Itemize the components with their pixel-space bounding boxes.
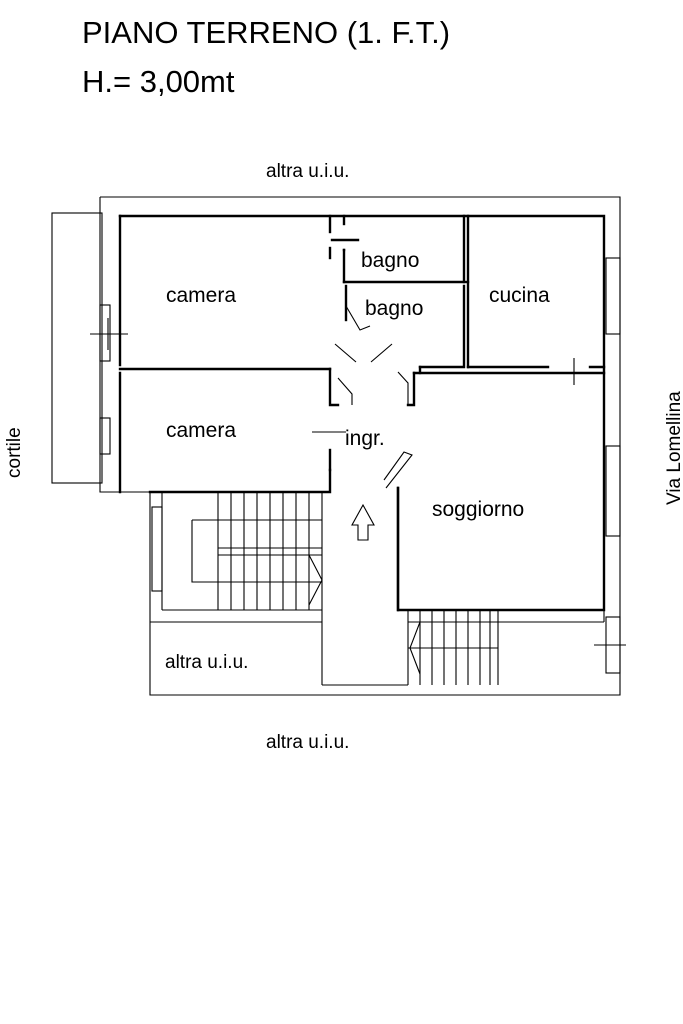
plan-height-note: H.= 3,00mt (82, 64, 235, 99)
staircase-right (408, 610, 499, 685)
room-label-cucina: cucina (489, 284, 550, 307)
label-north-unit: altra u.i.u. (266, 161, 349, 182)
room-label-camera-2: camera (166, 419, 236, 442)
label-south-unit: altra u.i.u. (266, 732, 349, 753)
courtyard-outline (51, 212, 103, 484)
room-label-bagno-2: bagno (365, 297, 423, 320)
entrance-arrow-icon (351, 503, 375, 541)
windows (90, 257, 626, 674)
label-inner-unit: altra u.i.u. (165, 652, 248, 673)
interior-walls (118, 214, 606, 686)
room-label-camera-1: camera (166, 284, 236, 307)
plan-title: PIANO TERRENO (1. F.T.) (82, 15, 450, 50)
room-label-bagno-1: bagno (361, 249, 419, 272)
staircase-left (191, 492, 323, 610)
room-label-soggiorno: soggiorno (432, 498, 524, 521)
label-courtyard: cortile (4, 427, 25, 478)
door-swings (312, 238, 575, 489)
label-street: Via Lomellina (664, 391, 683, 505)
room-label-ingresso: ingr. (345, 427, 385, 450)
